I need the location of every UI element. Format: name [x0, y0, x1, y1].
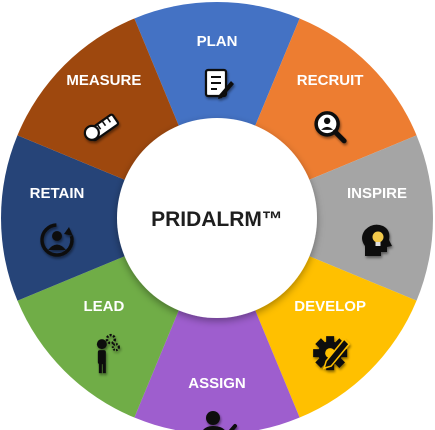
user-check-icon [203, 411, 237, 430]
segment-label-lead: LEAD [83, 298, 124, 315]
ruler-tape-icon [83, 113, 120, 142]
segment-inspire [217, 122, 433, 314]
segment-plan [121, 2, 313, 218]
segment-label-measure: MEASURE [66, 72, 141, 89]
head-lightbulb-icon [362, 224, 392, 256]
segment-retain [1, 122, 217, 314]
segment-labels: PLAN RECRUIT INSPIRE DEVELOP ASSIGN LEAD RETAI… [30, 33, 407, 392]
center-title: PRIDALRM™ [151, 208, 283, 231]
segment-label-assign: ASSIGN [188, 375, 246, 392]
user-refresh-icon [40, 223, 74, 257]
person-gears-icon [96, 333, 120, 374]
document-edit-icon [204, 68, 234, 99]
center-circle [117, 118, 317, 318]
segment-label-develop: DEVELOP [294, 298, 366, 315]
segment-label-plan: PLAN [197, 33, 238, 50]
segment-label-recruit: RECRUIT [297, 72, 364, 89]
magnifier-person-icon [314, 111, 347, 144]
segment-label-inspire: INSPIRE [347, 185, 407, 202]
segment-assign [121, 218, 313, 430]
segment-label-retain: RETAIN [30, 185, 85, 202]
